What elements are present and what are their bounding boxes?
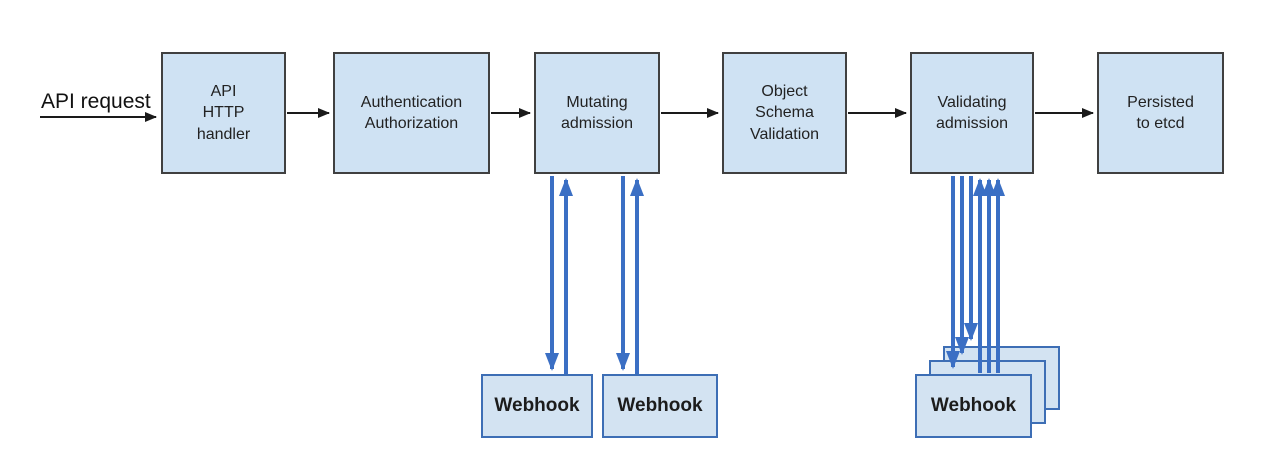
webhook-label: Webhook [930,395,1017,416]
pipeline-box-authentication-authorization: Authentication Authorization [333,52,490,174]
pipeline-box-label: Mutating admission [560,93,634,132]
webhook-label: Webhook [494,395,580,416]
pipeline-box-label: Object Schema Validation [749,83,820,143]
mutating-webhook-box-1: Webhook [481,374,593,438]
pipeline-box-object-schema-validation: Object Schema Validation [722,52,847,174]
mutating-webhook-box-2: Webhook [602,374,718,438]
pipeline-box-persisted-to-etcd: Persisted to etcd [1097,52,1224,174]
pipeline-box-label: API HTTP handler [196,83,251,143]
pipeline-box-label: Authentication Authorization [360,93,463,132]
validating-webhook-box-front: Webhook [915,374,1032,438]
pipeline-box-label: Validating admission [935,93,1009,132]
pipeline-box-validating-admission: Validating admission [910,52,1034,174]
api-request-label: API request [41,90,151,113]
webhook-label: Webhook [617,395,703,416]
pipeline-box-mutating-admission: Mutating admission [534,52,660,174]
pipeline-box-api-http-handler: API HTTP handler [161,52,286,174]
pipeline-box-label: Persisted to etcd [1127,93,1194,132]
